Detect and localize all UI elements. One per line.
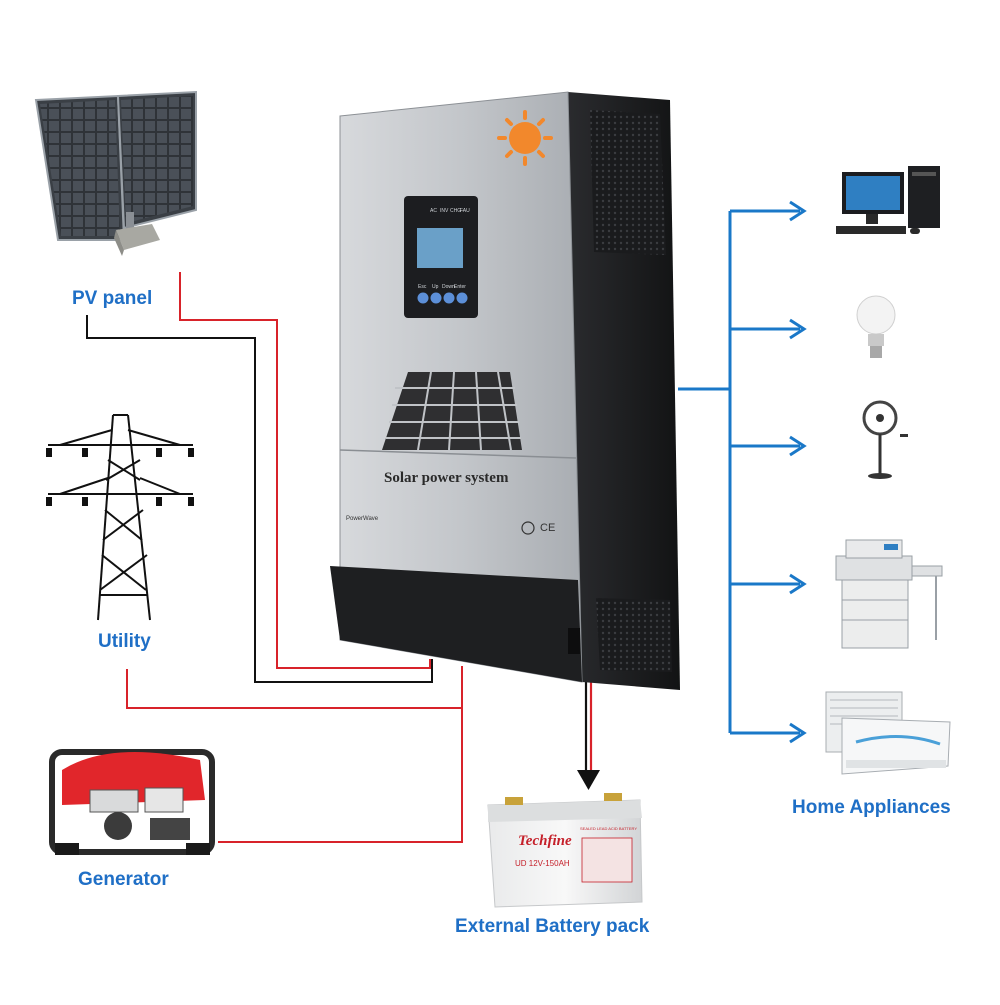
lcd-indicator: FAU <box>460 208 470 214</box>
utility-label: Utility <box>98 631 151 652</box>
lcd-indicator: CHG <box>450 208 461 214</box>
battery-icon: Techfine UD 12V-150AH SEALED LEAD ACID B… <box>487 793 643 908</box>
wire-battery <box>577 680 600 790</box>
front-title-text: Solar power system <box>384 470 509 486</box>
output-distribution-arrows <box>678 200 807 744</box>
wire-pv-black <box>86 315 433 683</box>
air-conditioner-icon <box>825 691 951 775</box>
home-appliances-label: Home Appliances <box>792 797 951 818</box>
button-label: Enter <box>454 284 466 290</box>
wire-pv-red <box>179 272 431 669</box>
up-button[interactable] <box>430 292 442 304</box>
fan-icon <box>862 400 908 479</box>
copier-icon <box>835 539 943 649</box>
generator-label: Generator <box>78 869 169 890</box>
bulb-icon <box>856 295 896 358</box>
generator-icon <box>49 749 215 855</box>
brand-text: PowerWave <box>346 516 379 522</box>
lcd-indicator: INV <box>440 208 449 214</box>
battery-model: UD 12V-150AH <box>515 859 570 868</box>
sun-logo-icon <box>497 110 553 166</box>
battery-label: External Battery pack <box>455 916 650 937</box>
button-label: Down <box>442 284 455 290</box>
lcd-indicator: AC <box>430 208 437 214</box>
battery-brand: Techfine <box>518 833 572 849</box>
wire-utility-red <box>126 666 463 709</box>
pylon-icon <box>46 414 194 621</box>
ce-mark: CE <box>540 522 555 534</box>
button-label: Up <box>432 284 439 290</box>
lcd-display: AC INV CHG FAU Esc Up Down Enter <box>404 196 478 318</box>
pv-panel-label: PV panel <box>72 288 153 309</box>
certification-icon <box>521 521 535 535</box>
front-solar-panel-icon <box>382 371 522 451</box>
battery-side-label: SEALED LEAD ACID BATTERY <box>580 826 637 831</box>
down-button[interactable] <box>443 292 455 304</box>
computer-icon <box>836 166 940 234</box>
inverter-unit: AC INV CHG FAU Esc Up Down Enter <box>330 91 680 690</box>
enter-button[interactable] <box>456 292 468 304</box>
pv-panel-icon <box>34 90 197 256</box>
esc-button[interactable] <box>417 292 429 304</box>
button-label: Esc <box>418 284 427 290</box>
wire-generator-red <box>218 708 463 843</box>
